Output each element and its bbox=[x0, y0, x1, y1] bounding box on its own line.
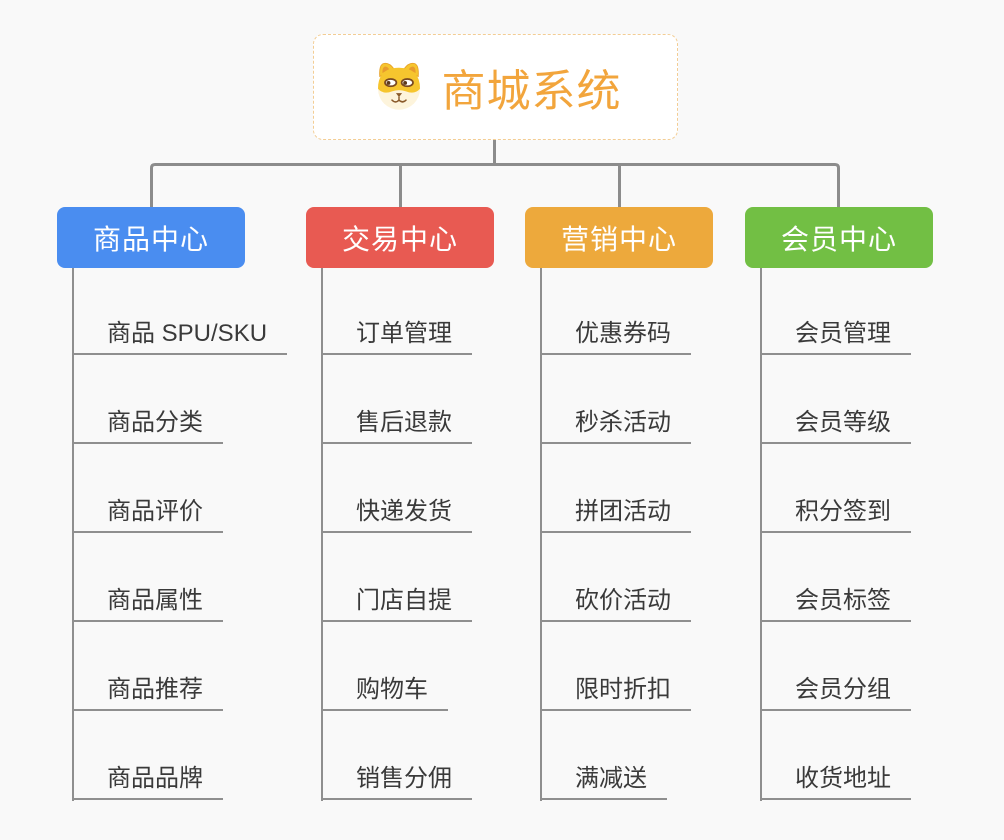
leaf-label: 优惠券码 bbox=[575, 320, 671, 347]
branch-trade-center: 交易中心 订单管理售后退款快递发货门店自提购物车销售分佣 bbox=[306, 207, 494, 801]
leaf-item[interactable]: 售后退款 bbox=[321, 404, 472, 444]
leaf-label: 收货地址 bbox=[795, 765, 891, 792]
branch-box[interactable]: 会员中心 bbox=[745, 207, 933, 268]
trunk-line bbox=[321, 268, 323, 801]
leaf-label: 会员等级 bbox=[795, 409, 891, 436]
leaf-label: 积分签到 bbox=[795, 498, 891, 525]
leaf-label: 门店自提 bbox=[356, 587, 452, 614]
leaf-label: 会员标签 bbox=[795, 587, 891, 614]
leaf-label: 商品推荐 bbox=[107, 676, 203, 703]
leaf-item[interactable]: 会员分组 bbox=[760, 671, 911, 711]
leaf-item[interactable]: 门店自提 bbox=[321, 582, 472, 622]
trunk-line bbox=[760, 268, 762, 801]
leaf-label: 限时折扣 bbox=[575, 676, 671, 703]
branch-leaves: 商品 SPU/SKU 商品分类商品评价商品属性商品推荐商品品牌 bbox=[72, 268, 312, 803]
leaf-item[interactable]: 限时折扣 bbox=[540, 671, 691, 711]
root-title: 商城系统 bbox=[441, 67, 622, 116]
leaf-item[interactable]: 快递发货 bbox=[321, 493, 472, 533]
leaf-item[interactable]: 会员标签 bbox=[760, 582, 911, 622]
leaf-label: 商品分类 bbox=[107, 409, 203, 436]
leaf-item[interactable]: 收货地址 bbox=[760, 760, 911, 800]
leaf-item[interactable]: 会员等级 bbox=[760, 404, 911, 444]
leaf-item[interactable]: 拼团活动 bbox=[540, 493, 691, 533]
root-node[interactable]: 商城系统 bbox=[313, 34, 678, 140]
leaf-item[interactable]: 订单管理 bbox=[321, 315, 472, 355]
branch-label: 商品中心 bbox=[92, 223, 209, 255]
trunk-line bbox=[540, 268, 542, 801]
branch-box[interactable]: 交易中心 bbox=[306, 207, 494, 268]
branch-box[interactable]: 营销中心 bbox=[525, 207, 713, 268]
branch-members-center: 会员中心 会员管理会员等级积分签到会员标签会员分组收货地址 bbox=[745, 207, 933, 801]
branch-label: 会员中心 bbox=[780, 223, 897, 255]
leaf-label: 快递发货 bbox=[356, 498, 452, 525]
leaf-item[interactable]: 秒杀活动 bbox=[540, 404, 691, 444]
leaf-item[interactable]: 积分签到 bbox=[760, 493, 911, 533]
leaf-label: 商品 SPU/SKU bbox=[107, 320, 268, 347]
leaf-item[interactable]: 满减送 bbox=[540, 760, 667, 800]
leaf-item[interactable]: 商品推荐 bbox=[72, 671, 223, 711]
leaf-item[interactable]: 商品品牌 bbox=[72, 760, 223, 800]
branch-box[interactable]: 商品中心 bbox=[57, 207, 245, 268]
leaf-item[interactable]: 商品评价 bbox=[72, 493, 223, 533]
leaf-label: 商品属性 bbox=[107, 587, 203, 614]
branch-label: 交易中心 bbox=[341, 223, 458, 255]
leaf-label: 会员分组 bbox=[795, 676, 891, 703]
branch-marketing-center: 营销中心 优惠券码秒杀活动拼团活动砍价活动限时折扣满减送 bbox=[525, 207, 713, 801]
branch-label: 营销中心 bbox=[560, 223, 677, 255]
leaf-label: 秒杀活动 bbox=[575, 409, 671, 436]
leaf-label: 商品品牌 bbox=[107, 765, 203, 792]
leaf-label: 会员管理 bbox=[795, 320, 891, 347]
leaf-item[interactable]: 商品属性 bbox=[72, 582, 223, 622]
dog-icon bbox=[377, 62, 420, 110]
branch-leaves: 会员管理会员等级积分签到会员标签会员分组收货地址 bbox=[760, 268, 1000, 803]
leaf-label: 满减送 bbox=[575, 765, 647, 792]
branch-leaves: 订单管理售后退款快递发货门店自提购物车销售分佣 bbox=[321, 268, 561, 803]
leaf-item[interactable]: 商品分类 bbox=[72, 404, 223, 444]
leaf-item[interactable]: 购物车 bbox=[321, 671, 448, 711]
leaf-label: 订单管理 bbox=[356, 320, 452, 347]
branch-products-center: 商品中心 商品 SPU/SKU 商品分类商品评价商品属性商品推荐商品品牌 bbox=[57, 207, 288, 801]
leaf-item[interactable]: 砍价活动 bbox=[540, 582, 691, 622]
leaf-item[interactable]: 销售分佣 bbox=[321, 760, 472, 800]
leaf-item[interactable]: 优惠券码 bbox=[540, 315, 691, 355]
trunk-line bbox=[72, 268, 74, 801]
leaf-label: 购物车 bbox=[356, 676, 428, 703]
leaf-label: 砍价活动 bbox=[575, 587, 671, 614]
leaf-label: 商品评价 bbox=[107, 498, 203, 525]
leaf-item[interactable]: 会员管理 bbox=[760, 315, 911, 355]
leaf-label: 拼团活动 bbox=[575, 498, 671, 525]
leaf-label: 售后退款 bbox=[356, 409, 452, 436]
leaf-label: 销售分佣 bbox=[356, 765, 452, 792]
branch-leaves: 优惠券码秒杀活动拼团活动砍价活动限时折扣满减送 bbox=[540, 268, 780, 803]
leaf-item[interactable]: 商品 SPU/SKU bbox=[72, 315, 288, 355]
